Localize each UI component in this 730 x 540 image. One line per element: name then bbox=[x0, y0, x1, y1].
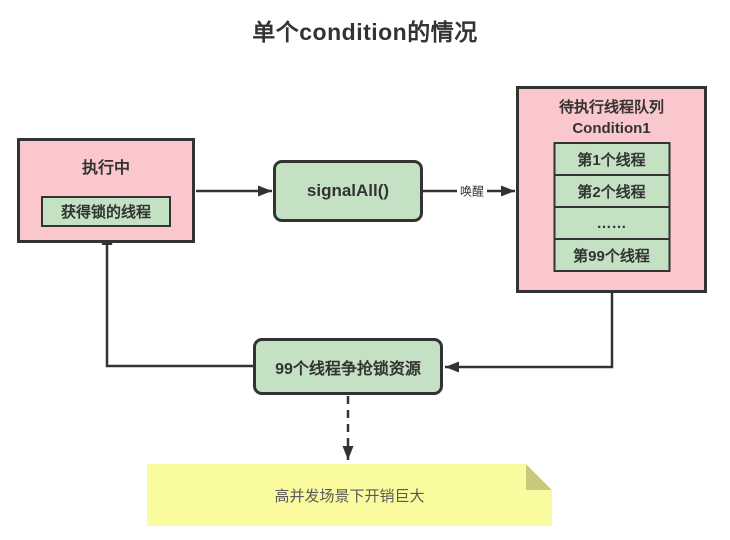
queue-table: 第1个线程 第2个线程 …… 第99个线程 bbox=[553, 142, 670, 272]
note-text: 高并发场景下开销巨大 bbox=[274, 487, 425, 505]
executing-box: 执行中 获得锁的线程 bbox=[17, 138, 195, 243]
compete-box: 99个线程争抢锁资源 bbox=[253, 338, 443, 395]
queue-row: 第99个线程 bbox=[553, 238, 670, 272]
signalall-box: signalAll() bbox=[273, 160, 423, 222]
diagram-title: 单个condition的情况 bbox=[252, 19, 478, 45]
waiting-queue-box: 待执行线程队列 Condition1 第1个线程 第2个线程 …… 第99个线程 bbox=[516, 86, 707, 293]
queue-row: …… bbox=[553, 206, 670, 240]
queue-title: 待执行线程队列 Condition1 bbox=[519, 97, 704, 139]
arrow-queue-to-compete bbox=[445, 293, 614, 373]
queue-row: 第1个线程 bbox=[553, 142, 670, 176]
arrow-compete-to-executing bbox=[101, 231, 253, 368]
note-fold bbox=[526, 464, 552, 490]
executing-box-title: 执行中 bbox=[81, 160, 130, 177]
sticky-note: 高并发场景下开销巨大 bbox=[147, 464, 552, 526]
lock-thread-box: 获得锁的线程 bbox=[41, 196, 171, 227]
queue-row: 第2个线程 bbox=[553, 174, 670, 208]
queue-title-line2: Condition1 bbox=[572, 120, 651, 137]
queue-title-line1: 待执行线程队列 bbox=[558, 99, 664, 116]
wake-label: 唤醒 bbox=[456, 182, 488, 200]
